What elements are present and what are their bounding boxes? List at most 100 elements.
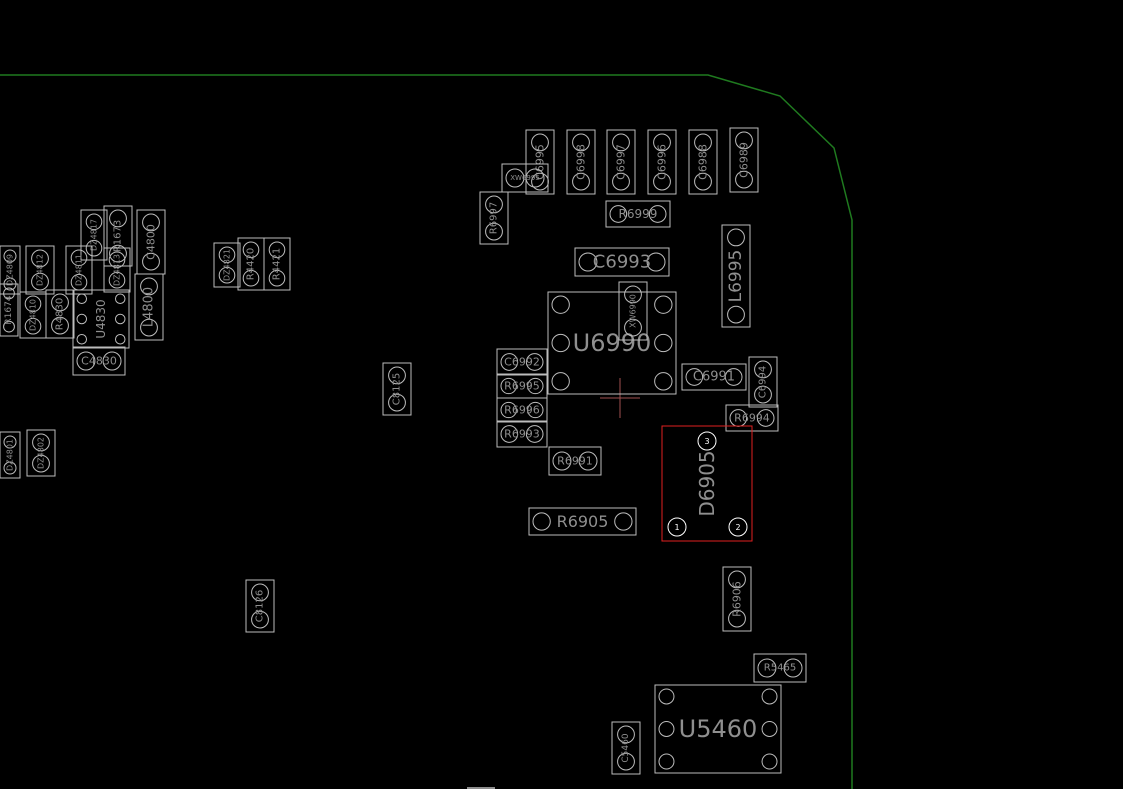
pad <box>3 287 15 300</box>
component-r1673[interactable]: R1673 <box>103 205 133 267</box>
component-r6991[interactable]: R6991 <box>548 446 602 476</box>
component-dz4813[interactable]: DZ4813 <box>103 247 131 293</box>
component-r4830[interactable]: R4830 <box>45 289 75 339</box>
component-outline <box>528 507 637 536</box>
component-u6990[interactable]: U6990 <box>547 291 677 395</box>
component-r6905[interactable]: R6905 <box>528 507 637 536</box>
component-outline <box>501 163 549 193</box>
pad <box>761 688 778 705</box>
component-outline <box>25 245 55 295</box>
component-outline <box>681 363 747 391</box>
component-c8126[interactable]: C8126 <box>245 579 275 633</box>
component-c6998[interactable]: C6998 <box>566 129 596 195</box>
pad <box>527 401 544 419</box>
component-c4830[interactable]: C4830 <box>72 346 126 376</box>
component-outline <box>213 242 241 288</box>
pad <box>485 222 503 241</box>
refdes-label: R1673 <box>113 220 124 252</box>
component-outline <box>688 129 718 195</box>
component-u5460[interactable]: U5460 <box>654 684 782 774</box>
component-l4800[interactable]: L4800 <box>134 273 164 341</box>
pad <box>109 209 127 228</box>
component-c6991[interactable]: C6991 <box>681 363 747 391</box>
refdes-label: R4421 <box>272 248 283 280</box>
pad <box>727 305 745 324</box>
component-outline <box>80 209 108 261</box>
component-outline <box>0 283 19 337</box>
component-outline <box>753 653 807 683</box>
refdes-label: C6997 <box>615 144 628 180</box>
component-r5465[interactable]: R5465 <box>753 653 807 683</box>
component-dz4812[interactable]: DZ4812 <box>25 245 55 295</box>
component-r1674[interactable]: R1674 <box>0 283 19 337</box>
pad <box>388 366 406 385</box>
component-dz4817[interactable]: DZ4817 <box>80 209 108 261</box>
component-c6994[interactable]: C6994 <box>748 356 778 408</box>
component-c6993[interactable]: C6993 <box>574 247 670 277</box>
component-u4830[interactable]: U4830 <box>72 289 130 349</box>
pad <box>485 195 503 214</box>
component-r6993[interactable]: R6993 <box>496 420 548 448</box>
pad <box>754 385 772 404</box>
pad <box>109 244 127 263</box>
component-outline <box>611 721 641 775</box>
pad <box>658 721 675 737</box>
component-c6996[interactable]: C6996 <box>647 129 677 195</box>
component-dz4801[interactable]: DZ4801 <box>0 431 21 479</box>
pad <box>685 368 704 386</box>
component-dz4809[interactable]: DZ4809 <box>0 245 21 295</box>
pad <box>500 377 517 395</box>
pad <box>24 317 42 335</box>
component-r6994[interactable]: R6994 <box>725 404 779 432</box>
refdes-label: D6905 <box>695 450 719 516</box>
component-c4800[interactable]: C4800 <box>136 209 166 275</box>
component-r4420[interactable]: R4420 <box>237 237 265 291</box>
component-r4421[interactable]: R4421 <box>263 237 291 291</box>
refdes-label: C6994 <box>758 366 769 398</box>
pad <box>654 372 673 391</box>
component-outline <box>0 431 21 479</box>
refdes-label: C4830 <box>81 355 117 368</box>
pad <box>551 295 570 314</box>
component-c6992[interactable]: C6992 <box>496 348 548 376</box>
component-xw6990[interactable]: XW6990 <box>618 281 648 341</box>
component-l6995[interactable]: L6995 <box>721 224 751 328</box>
component-c8125[interactable]: C8125 <box>382 362 412 416</box>
component-outline <box>547 291 677 395</box>
component-dz4821[interactable]: DZ4821 <box>213 242 241 288</box>
pad <box>102 351 122 371</box>
component-dz4811[interactable]: DZ4811 <box>65 245 93 295</box>
component-r6995[interactable]: R6995 <box>496 373 548 399</box>
component-c5460[interactable]: C5460 <box>611 721 641 775</box>
pad <box>388 393 406 412</box>
component-c6989[interactable]: C6989 <box>729 127 759 193</box>
pad <box>609 205 628 223</box>
refdes-label: R6994 <box>734 412 770 425</box>
refdes-label: R6991 <box>557 455 593 468</box>
component-outline <box>72 289 130 349</box>
pad <box>531 133 549 152</box>
component-c6997[interactable]: C6997 <box>606 129 636 195</box>
pad <box>783 658 803 678</box>
pad <box>3 320 15 333</box>
component-r6997[interactable]: R6997 <box>479 191 509 245</box>
pad <box>142 252 160 271</box>
component-c6995[interactable]: C6995 <box>525 129 555 195</box>
component-r6999[interactable]: R6999 <box>605 200 671 228</box>
component-r6906[interactable]: R6906 <box>722 566 752 632</box>
component-c6988[interactable]: C6988 <box>688 129 718 195</box>
refdes-label: C6989 <box>738 142 751 178</box>
component-r6996[interactable]: R6996 <box>496 397 548 423</box>
refdes-label: DZ4821 <box>223 249 232 281</box>
pad <box>728 609 746 628</box>
pad <box>727 228 745 247</box>
component-outline <box>654 684 782 774</box>
component-outline <box>722 566 752 632</box>
component-xw6995[interactable]: XW6995 <box>501 163 549 193</box>
component-outline <box>245 579 275 633</box>
component-dz4802[interactable]: DZ4802 <box>26 429 56 477</box>
pad <box>500 425 519 443</box>
component-dz4810[interactable]: DZ4810 <box>19 291 47 339</box>
